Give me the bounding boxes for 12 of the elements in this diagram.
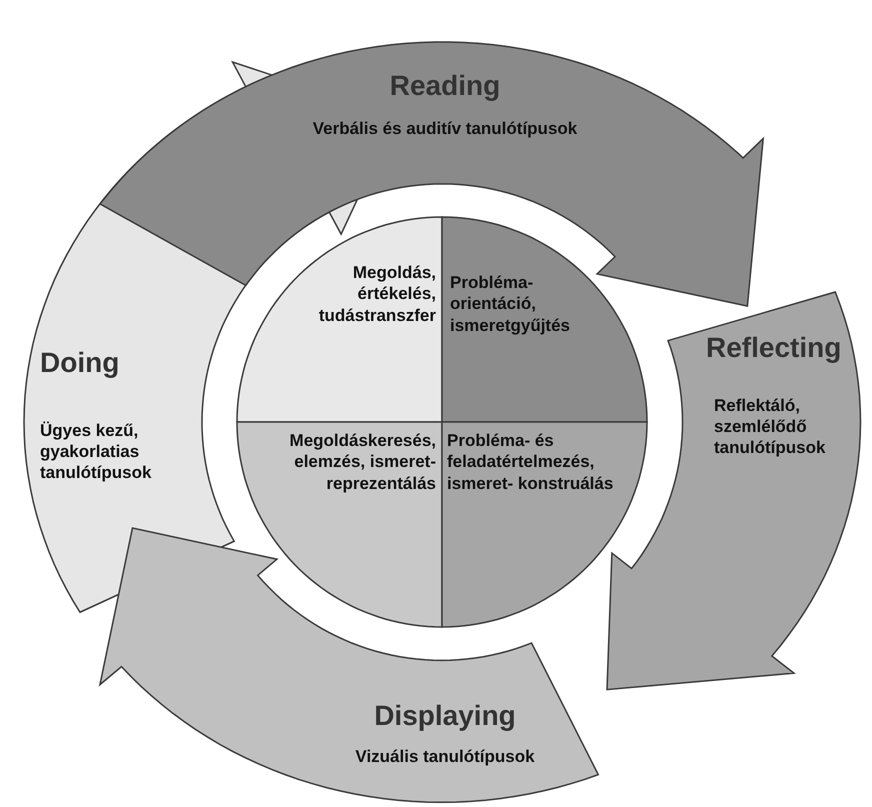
- quadrant-text: Probléma- orientáció, ismeretgyűjtés: [450, 272, 571, 336]
- arrow-title: Reading: [388, 68, 502, 103]
- arrow-caption: Verbális és auditív tanulótípusok: [312, 118, 578, 140]
- arrow-caption: Vizuális tanulótípusok: [354, 746, 536, 768]
- arrow-caption: Reflektáló, szemlélődő tanulótípusok: [714, 394, 826, 459]
- quadrant-text: Megoldáskeresés, elemzés, ismeret- reprezentálás: [288, 430, 436, 494]
- arrow-title: Doing: [40, 346, 120, 380]
- arrow-caption: Ügyes kezű, gyakorlatias tanulótípusok: [40, 420, 152, 484]
- quadrant-text: Megoldás, értékelés, tudástranszfer: [318, 262, 436, 326]
- quadrant-text: Probléma- és feladatértelmezés, ismeret- konstruálás: [447, 430, 614, 494]
- arrow-title: Reflecting: [706, 330, 842, 365]
- arrow-title: Displaying: [373, 698, 517, 733]
